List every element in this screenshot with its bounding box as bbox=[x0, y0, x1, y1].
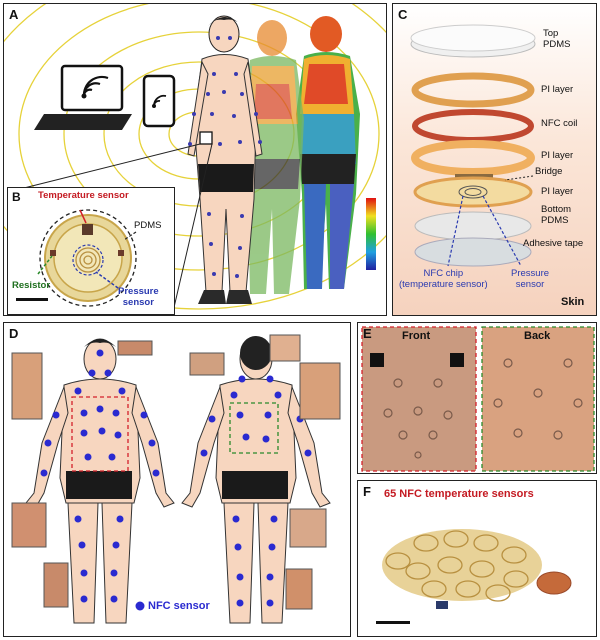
layer-bridge: Bridge bbox=[535, 166, 563, 177]
coin bbox=[536, 571, 572, 595]
layer-pi-3: PI layer bbox=[541, 186, 574, 197]
sensor-dots-front bbox=[188, 36, 262, 278]
layer-top-pdms: Top PDMS bbox=[543, 28, 571, 50]
nfc-chip-label: NFC chip (temperature sensor) bbox=[399, 268, 488, 290]
back-label: Back bbox=[524, 330, 551, 342]
pressure-sensor-label: Pressure sensor bbox=[118, 286, 159, 308]
temperature-color-bar bbox=[366, 198, 376, 270]
panel-b: B Temperature sensor PDMS Resistor Press… bbox=[7, 187, 175, 315]
inset-photos bbox=[11, 334, 341, 610]
torso-photos bbox=[361, 326, 595, 472]
panel-a: A bbox=[3, 3, 387, 316]
layer-pi-2: PI layer bbox=[541, 150, 574, 161]
thermal-figure-middle bbox=[242, 20, 304, 294]
panel-a-label: A bbox=[9, 7, 19, 22]
panel-a-graphic bbox=[4, 4, 386, 315]
layer-pi-1: PI layer bbox=[541, 84, 574, 95]
panel-d: D bbox=[3, 322, 351, 637]
layer-nfc-coil: NFC coil bbox=[541, 118, 578, 129]
nfc-sensor-legend: NFC sensor bbox=[148, 600, 210, 612]
nfc-sensor-dots bbox=[40, 349, 312, 611]
temperature-sensor-label: Temperature sensor bbox=[38, 190, 129, 201]
phone-icon bbox=[142, 74, 176, 128]
panel-c: C Top PDMS PI layer NFC coil PI layer Br… bbox=[392, 3, 597, 316]
exploded-layer-stack bbox=[410, 24, 536, 267]
resistor-label: Resistor bbox=[12, 280, 51, 291]
sensor-device-photo bbox=[16, 209, 137, 307]
human-figure-front bbox=[187, 15, 263, 304]
panel-c-label: C bbox=[398, 7, 408, 22]
pdms-label: PDMS bbox=[134, 220, 162, 231]
panel-f-title: 65 NFC temperature sensors bbox=[384, 488, 534, 500]
sensor-pile-photo bbox=[376, 529, 572, 624]
scale-bar bbox=[16, 298, 48, 301]
panel-e-label: E bbox=[363, 326, 372, 341]
layer-adhesive-tape: Adhesive tape bbox=[523, 238, 584, 249]
body-sensor-map bbox=[11, 334, 341, 624]
scale-bar-f bbox=[376, 621, 410, 624]
panel-b-label: B bbox=[12, 190, 21, 204]
layer-bottom-pdms: Bottom PDMS bbox=[541, 204, 572, 226]
skin-label: Skin bbox=[561, 296, 585, 308]
panel-d-label: D bbox=[9, 326, 19, 341]
pressure-sensor-c-label: Pressure sensor bbox=[511, 268, 550, 290]
chip-icon bbox=[436, 601, 448, 609]
panel-f-label: F bbox=[363, 484, 371, 499]
panel-f: F 65 NFC temperature sensors bbox=[357, 480, 597, 637]
front-label: Front bbox=[402, 330, 431, 342]
panel-e: E Front Back bbox=[357, 322, 597, 474]
thermal-figure-back bbox=[296, 16, 360, 289]
laptop-icon bbox=[34, 64, 132, 130]
